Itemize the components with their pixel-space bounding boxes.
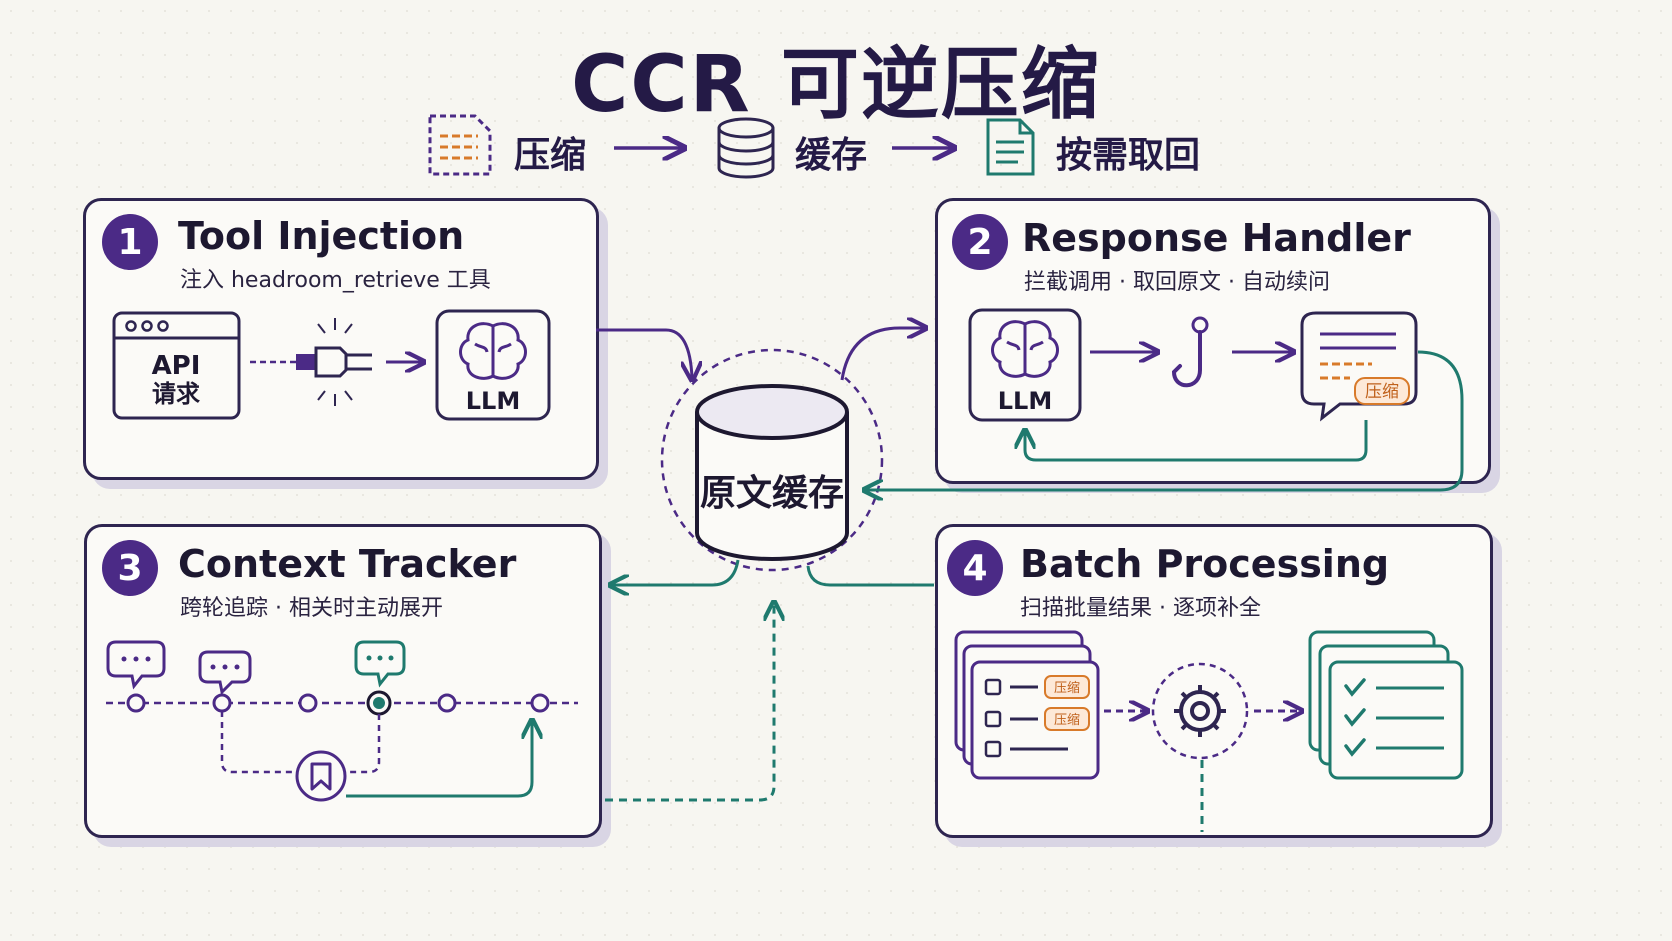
timeline-branch-right [346,714,381,774]
api-label: API [152,351,201,381]
page-title: CCR 可逆压缩 [571,40,1101,130]
panel-3-subtitle: 跨轮追踪 · 相关时主动展开 [180,596,443,621]
panel4-to-cache-connector [806,565,934,587]
cache-label: 原文缓存 [700,473,844,514]
compressed-tag-1: 压缩 [1054,680,1080,696]
brain-icon [459,322,527,380]
batch-output-stack [1308,630,1464,780]
panel-4-title: Batch Processing [1020,542,1390,586]
flow-step-compress-label: 压缩 [514,135,587,176]
response-bubble: 压缩 [1300,311,1418,422]
timeline-node [530,693,550,713]
panel-1-title: Tool Injection [178,214,465,258]
bookmark-icon [295,750,347,802]
api-request-box: API 请求 [112,311,241,420]
timeline-node [212,693,232,713]
panel-4-subtitle: 扫描批量结果 · 逐项补全 [1020,596,1261,621]
compressed-doc-icon [428,114,492,176]
llm-label-2: LLM [998,387,1052,415]
plug-icon [296,318,372,406]
step-badge-2: 2 [952,214,1008,270]
gear-ring [1151,662,1249,760]
chat-bubble-icon [106,640,166,690]
chat-bubble-icon [198,650,252,696]
step-badge-4: 4 [947,540,1003,596]
timeline-branch-left [220,711,296,774]
timeline-node [437,693,457,713]
llm-box-1: LLM [435,309,551,421]
chat-bubble-active-icon [354,640,406,688]
llm-label-1: LLM [466,387,520,415]
document-icon [986,118,1035,176]
api-request-label: 请求 [152,380,200,408]
compressed-tag-2: 压缩 [1054,712,1080,728]
cache-to-panel2-arrow [840,328,924,381]
resume-loop-arrow [1025,420,1368,462]
timeline-node [298,693,318,713]
panel-3-title: Context Tracker [178,542,517,586]
database-icon [717,117,775,179]
panel3-to-cache-dashed-arrow [605,604,774,802]
panel-1-subtitle: 注入 headroom_retrieve 工具 [180,268,491,293]
panel-2-title: Response Handler [1022,216,1411,260]
step-badge-1: 1 [102,214,158,270]
panel-2-subtitle: 拦截调用 · 取回原文 · 自动续问 [1024,270,1330,295]
hook-icon [1171,316,1209,388]
original-cache-cylinder: 原文缓存 [695,384,849,561]
panel1-to-cache-arrow [596,328,692,378]
compressed-tag: 压缩 [1365,382,1399,402]
panel2-to-cache-arrow [866,350,1464,490]
gear-icon [1174,685,1226,737]
brain-icon [991,320,1059,378]
timeline-node [126,693,146,713]
batch-input-stack: 压缩 压缩 [954,630,1100,780]
cache-to-panel3-arrow [612,559,740,585]
bookmark-to-node-arrow [346,722,532,798]
flow-step-cache-label: 缓存 [795,135,868,176]
step-badge-3: 3 [102,540,158,596]
timeline [106,690,578,716]
llm-box-2: LLM [968,308,1082,422]
cache-dashed-ring [660,348,884,572]
timeline-node-active-dot [373,697,385,709]
flow-step-retrieve-label: 按需取回 [1056,135,1201,176]
